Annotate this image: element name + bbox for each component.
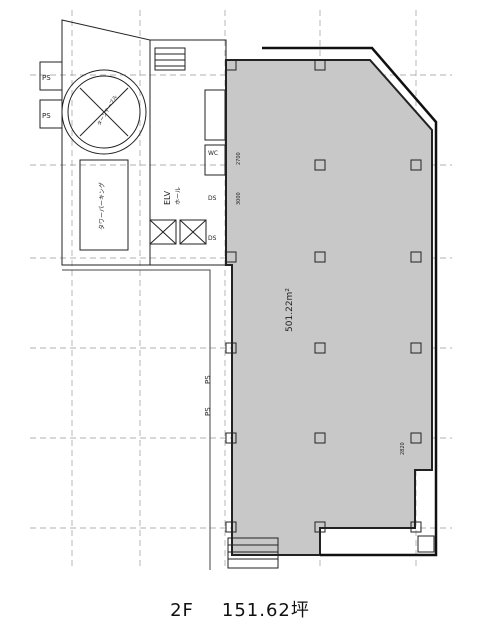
ps-label-4: PS: [204, 407, 212, 416]
office-floor-area: [225, 59, 433, 556]
floor-area-label: 501.22m²: [285, 288, 295, 332]
floor-number: 2F: [170, 600, 194, 621]
ds-label-1: DS: [208, 195, 217, 202]
core-block: [149, 39, 435, 569]
ps-label-2: PS: [42, 112, 51, 120]
floor-area-tsubo: 151.62坪: [221, 600, 310, 621]
outer-wall: [262, 46, 438, 557]
lower-left-wall: [62, 269, 211, 570]
elv-label: ELV: [163, 190, 172, 205]
wc-label: WC: [208, 150, 218, 157]
tower-parking-label: タワーパーキング: [98, 182, 106, 230]
dim-2820-label: 2820: [400, 442, 406, 455]
ps-label-3: PS: [204, 375, 212, 384]
columns: [225, 59, 422, 533]
ds-label-2: DS: [208, 235, 217, 242]
elv-hall-label: ホール: [175, 187, 182, 205]
ps-label-1: PS: [42, 74, 51, 82]
dim-3000-label: 3000: [236, 192, 242, 205]
turntable-label: ターンテーブル: [96, 94, 119, 127]
dim-2700-label: 2700: [236, 152, 242, 165]
floor-caption: 2F 151.62坪: [0, 596, 480, 622]
parking-block: [39, 19, 151, 266]
